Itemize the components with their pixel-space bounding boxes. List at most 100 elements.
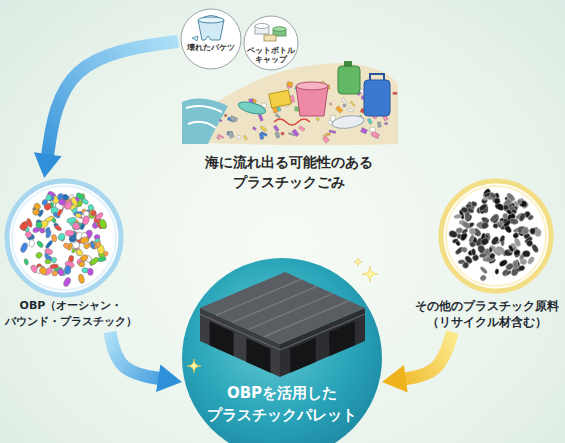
blue-tank [364, 80, 390, 116]
red-net [274, 119, 310, 125]
pellet [461, 220, 471, 229]
pellet [62, 193, 70, 201]
litter-piece [275, 132, 280, 138]
litter-piece [258, 114, 263, 122]
litter-piece [273, 125, 279, 132]
pellet [95, 241, 101, 248]
wave-foam [186, 106, 222, 112]
deck-slat-line [248, 294, 333, 330]
litter-piece [367, 118, 372, 124]
pellet [479, 274, 487, 282]
deck-edge [200, 314, 365, 350]
pellet [513, 248, 522, 257]
pellet [89, 256, 99, 266]
litter-piece [326, 133, 330, 135]
pellet [24, 230, 33, 239]
litter-piece [219, 120, 222, 122]
fork-opening [246, 338, 270, 373]
pellet [75, 192, 85, 201]
pellet [35, 221, 43, 229]
litter-piece [288, 133, 294, 136]
pellet [535, 229, 542, 237]
pellet [79, 254, 89, 263]
pellet [499, 235, 506, 243]
pellet [492, 223, 499, 230]
pellet [454, 214, 463, 219]
pellet [82, 215, 90, 225]
pellet [489, 247, 493, 253]
white-bottle [331, 114, 364, 130]
node-text: 壊れたバケツ [180, 43, 242, 53]
pellet [63, 242, 71, 249]
pallet-deck [200, 272, 365, 344]
pellet [75, 231, 83, 241]
obp-inner-ring [12, 186, 116, 290]
arrow-head [382, 365, 408, 393]
pellet [29, 240, 34, 248]
pellet [79, 261, 85, 267]
pellet [455, 240, 461, 247]
pellet [480, 221, 489, 229]
pellet [506, 208, 513, 215]
node-outline [180, 8, 242, 70]
pellet [478, 203, 488, 212]
fork-opening [329, 321, 355, 356]
pellet [90, 241, 95, 250]
bucket-circle: 壊れたバケツ [180, 8, 242, 70]
node-text: OBP（オーシャン・ バウンド・プラスチック） [4, 298, 138, 330]
bucket-circle-outline [181, 9, 241, 69]
arrow-shaft [110, 332, 164, 379]
litter-piece [230, 116, 238, 122]
pellet [468, 234, 475, 243]
sea [182, 99, 228, 144]
litter-piece [343, 104, 345, 107]
arrow-head [156, 365, 182, 393]
sparkle [187, 359, 201, 373]
pellet [494, 268, 499, 274]
pellet [508, 244, 515, 252]
pellet [519, 258, 527, 265]
pellet [527, 214, 534, 221]
litter-piece [237, 135, 240, 139]
litter-piece [348, 108, 354, 112]
pellet [50, 264, 59, 269]
pellet [506, 192, 516, 202]
pellet [518, 212, 527, 222]
pellet [502, 219, 511, 228]
fork-opening [290, 338, 316, 373]
litter-piece [329, 103, 332, 106]
pellet [479, 253, 487, 258]
bucket-shard [192, 36, 198, 41]
pellet [51, 234, 57, 242]
cap-circle-outline [244, 16, 298, 70]
pellet [490, 213, 501, 224]
wave-foam [188, 122, 216, 128]
flow-arrow [34, 41, 178, 178]
pellet [505, 262, 515, 272]
litter-piece [259, 133, 264, 140]
litter-piece [342, 98, 347, 104]
pellet [26, 218, 33, 228]
flow-arrow [382, 332, 453, 393]
litter-piece [322, 136, 329, 143]
pellet [24, 258, 29, 265]
pellet [91, 211, 97, 217]
pellet [488, 252, 496, 260]
pellet [89, 209, 97, 216]
litter-piece [350, 101, 355, 106]
pellet [471, 248, 476, 256]
pellet [35, 251, 43, 259]
litter-piece [336, 106, 343, 113]
pellet [480, 237, 490, 247]
pellet [45, 230, 52, 239]
teal-bottle [237, 100, 267, 117]
litter-piece [360, 128, 367, 134]
litter-piece [281, 132, 284, 135]
litter-piece [385, 123, 388, 125]
pellet [517, 198, 523, 204]
pellet [513, 237, 521, 247]
litter-piece [377, 122, 381, 128]
pellet [70, 196, 79, 207]
pellet [52, 271, 58, 277]
